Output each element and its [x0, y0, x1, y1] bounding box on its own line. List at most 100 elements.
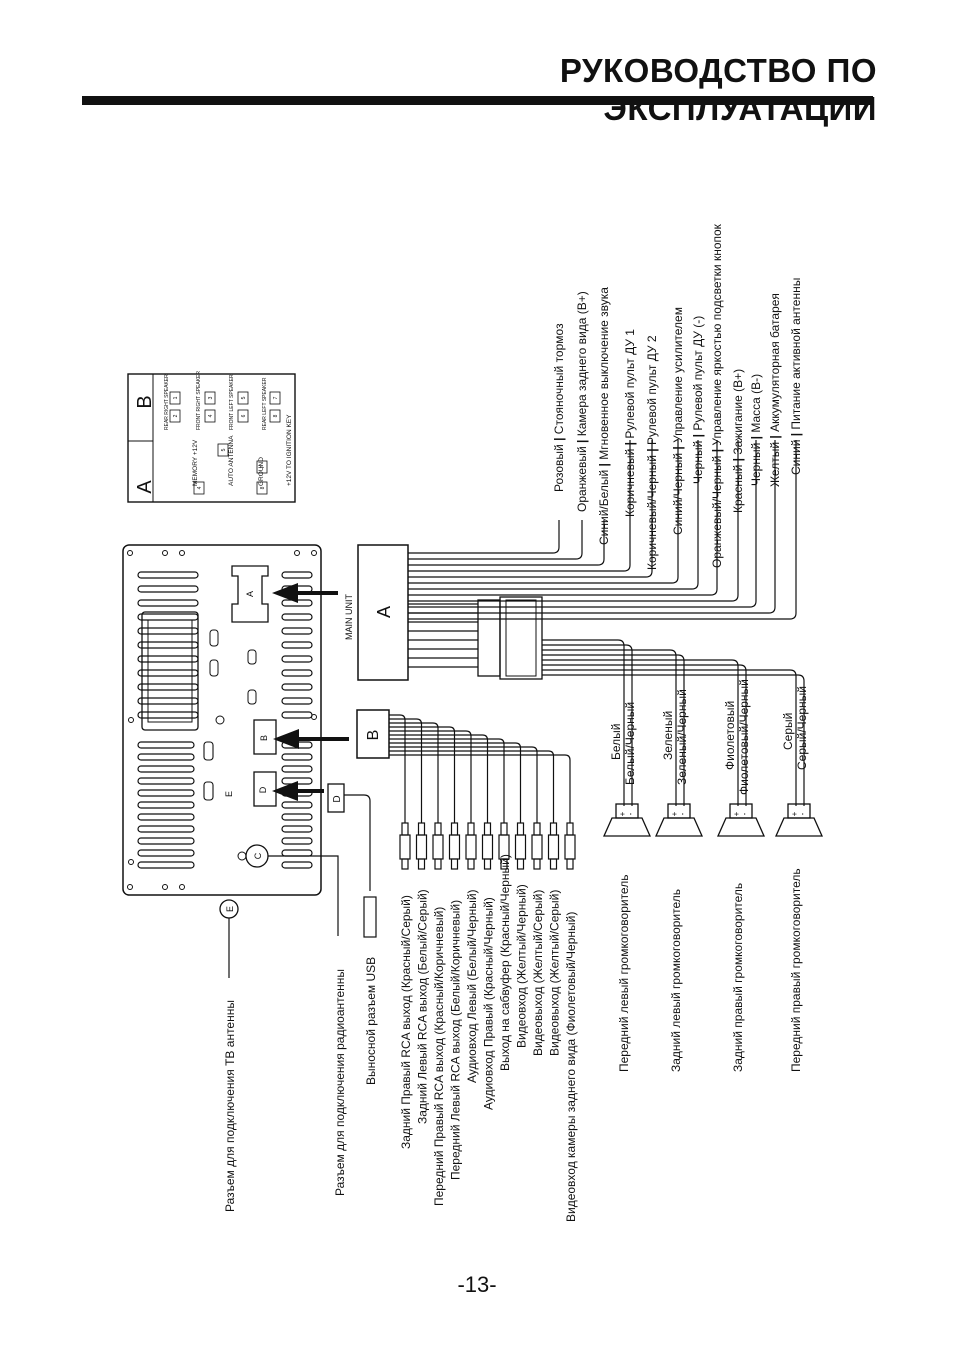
wire-color-function: Синий/Черный | Управление усилителем: [671, 307, 685, 535]
port-b: [253, 719, 277, 755]
speaker-label: Передний правый громкоговоритель: [789, 868, 803, 1072]
port-e-label: E: [224, 791, 234, 797]
speaker-wires: [542, 639, 805, 806]
connector-b-plug: B: [356, 709, 390, 759]
pin-number: 7: [273, 396, 279, 399]
rca-label: Видеовыход (Желтый/Серый): [548, 890, 562, 1056]
harness-wire: [408, 520, 583, 560]
connector-b-letter: B: [365, 730, 382, 741]
speaker-wire-color: Фиолетовый/Черный: [737, 679, 751, 795]
rca-label: Выход на сабвуфер (Красный/Черный): [498, 854, 512, 1071]
pinout-b-pin: REAR RIGHT SPEAKER: [164, 374, 170, 430]
rca-label: Видеовход (Желтый/Черный): [515, 884, 529, 1048]
pin-number: 4: [197, 486, 203, 489]
speaker-wire: [542, 639, 625, 806]
connector-a-letter: A: [374, 606, 394, 618]
title-underline: [82, 96, 873, 105]
wire-color-function: Оранжевый | Камера заднего вида (B+): [575, 291, 589, 512]
pinout-a-pin: +12V TO IGNITION KEY: [286, 414, 293, 486]
rca-label: Видеовход камеры заднего вида (Фиолетовы…: [564, 912, 578, 1222]
pin-number: 4: [208, 414, 214, 417]
wire-color-function: Оранжевый/Черный | Управление яркостью п…: [710, 223, 724, 568]
speaker-plus: +: [618, 811, 627, 816]
connector-a-wires: [408, 440, 797, 668]
wire-label: Желтый | Аккумуляторная батарея: [768, 293, 782, 487]
tv-circle-label: E: [225, 906, 235, 912]
speaker-label: Задний правый громкоговоритель: [731, 883, 745, 1072]
wire-color-function: Коричневый | Рулевой пульт ДУ 1: [623, 329, 637, 517]
harness-wire: [408, 440, 631, 572]
wire-label: Черный | Масса (B-): [749, 374, 763, 486]
rca-plug: [547, 822, 560, 870]
pin-number: 1: [173, 396, 179, 399]
wire-color-function: Красный | Зажигание (B+): [731, 369, 745, 513]
rca-plug: [448, 822, 461, 870]
speaker-wire-color: Белый: [609, 724, 623, 760]
speaker-label: Задний левый громкоговоритель: [669, 889, 683, 1072]
pin-number: 8: [260, 486, 266, 489]
harness-wire: [408, 440, 699, 590]
speaker-plus: +: [670, 811, 679, 816]
tv-antenna-label: Разъем для подключения ТВ антенны: [223, 1000, 237, 1212]
wire-color-function: Синий/Белый | Мгновенное выключение звук…: [597, 287, 611, 545]
speaker: +-Передний левый громкоговоритель: [602, 803, 652, 1072]
connector-d-letter: D: [332, 795, 343, 802]
head-unit-vents: [137, 571, 313, 869]
pinout-b-pin: FRONT LEFT SPEAKER: [229, 374, 235, 430]
wire-color-function: Розовый | Стояночный тормоз: [552, 323, 566, 492]
port-d: [253, 771, 277, 807]
rca-wire: [389, 730, 472, 823]
speaker-wire-color: Серый: [781, 713, 795, 750]
wire-color-function: Синий | Питание активной антенны: [789, 278, 803, 475]
rca-plug: [481, 822, 494, 870]
wire-color-function: Коричневый/Черный | Рулевой пульт ДУ 2: [645, 335, 659, 570]
speaker-wire-color: Зеленый/Черный: [675, 689, 689, 785]
rca-labels: Задний Правый RCA выход (Красный/Серый)З…: [399, 854, 578, 1222]
rca-plug: [564, 822, 576, 870]
wire-color-function: Желтый | Аккумуляторная батарея: [768, 293, 782, 487]
speaker-wire: [542, 649, 677, 806]
wire-label: Синий/Черный | Управление усилителем: [671, 307, 685, 535]
speaker: +- Передний правый громкоговоритель: [774, 803, 824, 1072]
arrow-to-port-b: [273, 729, 349, 749]
connector-b-wires: [389, 714, 576, 870]
pinout-a-pin: GROUND: [258, 457, 265, 486]
rca-wire: [389, 750, 555, 823]
rca-label: Задний Правый RCA выход (Красный/Серый): [399, 895, 413, 1149]
wire-label: Синий | Питание активной антенны: [789, 278, 803, 475]
pinout-a-pin: MEMORY +12V: [192, 439, 199, 486]
pinout-b-pin: FRONT RIGHT SPEAKER: [196, 371, 202, 430]
rca-wire: [389, 714, 406, 823]
speaker-wire: [542, 674, 805, 806]
connector-a-plug: A MAIN UNIT: [344, 544, 543, 681]
wire-label: Коричневый/Черный | Рулевой пульт ДУ 2: [645, 335, 659, 570]
port-a-label: A: [245, 591, 255, 597]
arrow-to-port-d: [272, 781, 324, 801]
connector-e: E Разъем для подключения ТВ антенны: [219, 899, 239, 1212]
pin-number: 7: [260, 465, 266, 468]
pinout-b-label: B: [134, 395, 156, 408]
speaker: +-Задний левый громкоговоритель: [654, 803, 704, 1072]
rca-wire: [389, 742, 522, 823]
usb-label: Выносной разъем USB: [364, 957, 378, 1085]
connector-d: D Выносной разъем USB: [327, 783, 378, 1085]
harness-wire: [408, 520, 560, 554]
speaker-plus: +: [790, 811, 799, 816]
speaker-wire-color: Фиолетовый: [723, 701, 737, 770]
speaker-wire: [542, 669, 797, 806]
port-a: [231, 565, 269, 623]
harness-wire: [408, 440, 739, 602]
pin-number: 5: [241, 396, 247, 399]
wire-label: Красный | Зажигание (B+): [731, 369, 745, 513]
harness-wire: [408, 440, 757, 608]
wire-label: Черный | Рулевой пульт ДУ (-): [691, 316, 705, 484]
rca-label: Передний Правый RCA выход (Красный/Корич…: [432, 907, 446, 1206]
rca-wire: [389, 718, 423, 823]
wire-label: Оранжевый/Черный | Управление яркостью п…: [710, 223, 724, 568]
rca-wire: [389, 754, 571, 823]
rca-plug: [498, 822, 510, 870]
rca-wire: [389, 734, 489, 823]
radio-antenna-label: Разъем для подключения радиоантенны: [333, 969, 347, 1196]
speaker-minus: -: [798, 812, 807, 815]
